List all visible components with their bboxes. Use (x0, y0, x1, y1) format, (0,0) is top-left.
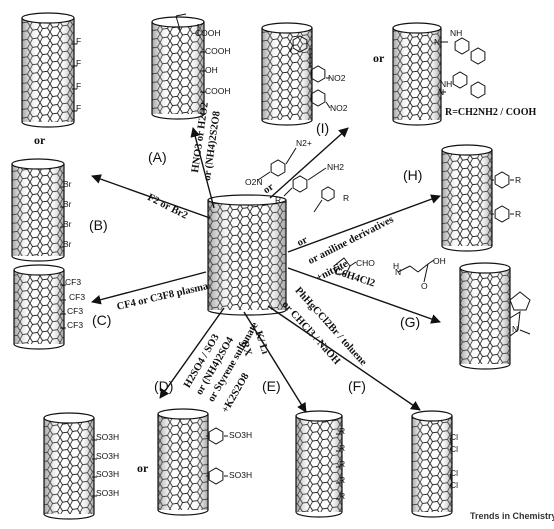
reagent-gly-n: N (395, 267, 402, 277)
sub-cl-3: Cl (450, 468, 459, 478)
arrow-d (159, 307, 225, 399)
arrow-c (91, 271, 207, 305)
sub-so3h-1: SO3H (96, 432, 120, 442)
reagent-r: R (275, 195, 282, 205)
sub-cl-1: Cl (450, 432, 459, 442)
sub-br-4: Br (63, 239, 72, 249)
reagent-gly-h: H (393, 261, 400, 271)
sub-f-4: F (76, 103, 82, 113)
route-label-e: (E) (262, 378, 281, 394)
arrow-a (190, 127, 215, 209)
route-label-d: (D) (154, 378, 174, 394)
nanotube-bromo (11, 158, 65, 262)
sub-f-1: F (76, 36, 82, 46)
route-label-h: (H) (403, 167, 423, 183)
sub-cooh-1: COOH (195, 28, 221, 38)
arrow-h (287, 194, 441, 253)
brand-label: Trends in Chemistry (470, 511, 554, 521)
sub-f-3: F (76, 81, 82, 91)
sub-cooh-2: COOH (205, 46, 231, 56)
sub-nh-1: NH (450, 28, 463, 38)
nanotube-pristine (207, 194, 287, 316)
reagent-cho: CHO (356, 258, 375, 268)
nanotube-nitroaryl (261, 22, 313, 126)
reagent-gly-oh: OH (433, 256, 446, 266)
route-label-a: (A) (148, 149, 167, 165)
nanotube-dichloro (411, 410, 453, 518)
or-label-d: or (137, 461, 149, 475)
sub-so3h-4: SO3H (96, 488, 120, 498)
sub-n-2: N (438, 87, 445, 97)
nanotube-cf3 (13, 264, 65, 350)
sub-oh: OH (205, 65, 218, 75)
nanotube-fluoro (21, 12, 75, 128)
r-definition: R=CH2NH2 / COOH (445, 107, 537, 118)
sub-cf3-4: CF3 (67, 320, 84, 330)
sub-cf3-3: CF3 (67, 306, 84, 316)
reagent-n2plus: N2+ (296, 138, 312, 148)
sub-cooh-3: COOH (205, 86, 231, 96)
nanotube-pyrrolidine (459, 262, 511, 370)
route-label-b: (B) (89, 217, 108, 233)
sub-so3h-3: SO3H (96, 469, 120, 479)
sub-r-5: R (339, 491, 346, 501)
sub-br-1: Br (63, 179, 72, 189)
nanotube-alkyl (295, 410, 343, 518)
arrow-b (91, 174, 211, 219)
sub-f-2: F (76, 58, 82, 68)
arrow-i (269, 127, 349, 199)
sub-r-3: R (339, 459, 346, 469)
arrow-e (243, 311, 307, 413)
reagent-nh2: NH2 (327, 162, 345, 172)
reagent-o2n: O2N (245, 177, 263, 187)
sub-r-1: R (339, 426, 346, 436)
nanotube-styrene (157, 408, 209, 516)
sub-no2-1: NO2 (328, 73, 346, 83)
sub-br-3: Br (63, 219, 72, 229)
sub-r-4: R (339, 475, 346, 485)
reagent-gly-o: O (421, 281, 428, 291)
sub-h-r-1: R (515, 175, 522, 185)
nanotube-aryl (441, 144, 493, 252)
or-label-b: or (34, 133, 46, 147)
arrow-f (267, 305, 421, 411)
sub-cl-4: Cl (450, 480, 459, 490)
sub-h-r-2: R (515, 209, 522, 219)
route-label-g: (G) (400, 314, 421, 330)
sub-cl-2: Cl (450, 444, 459, 454)
route-label-c: (C) (92, 312, 112, 328)
or-label-i: or (373, 51, 385, 65)
route-label-f: (F) (348, 378, 366, 394)
nanotube-oxidized (151, 16, 205, 120)
sub-so3h-styrene-2: SO3H (229, 470, 253, 480)
sub-n-1: N (434, 37, 441, 47)
sub-br-2: Br (63, 199, 72, 209)
sub-nh-2: NH (440, 79, 453, 89)
sub-so3h-2: SO3H (96, 451, 120, 461)
sub-g-n: N (512, 324, 519, 334)
sub-no2-2: NO2 (330, 103, 348, 113)
sub-so3h-styrene-1: SO3H (229, 430, 253, 440)
reagent-h-r: R (343, 193, 350, 203)
sub-cf3-1: CF3 (65, 277, 82, 287)
sub-cf3-2: CF3 (69, 292, 86, 302)
arrow-g (287, 267, 441, 324)
nanotube-aminoaryl (392, 22, 442, 126)
sub-r-2: R (339, 443, 346, 453)
nanotube-sulfonic (43, 412, 95, 520)
route-label-i: (I) (316, 120, 330, 136)
